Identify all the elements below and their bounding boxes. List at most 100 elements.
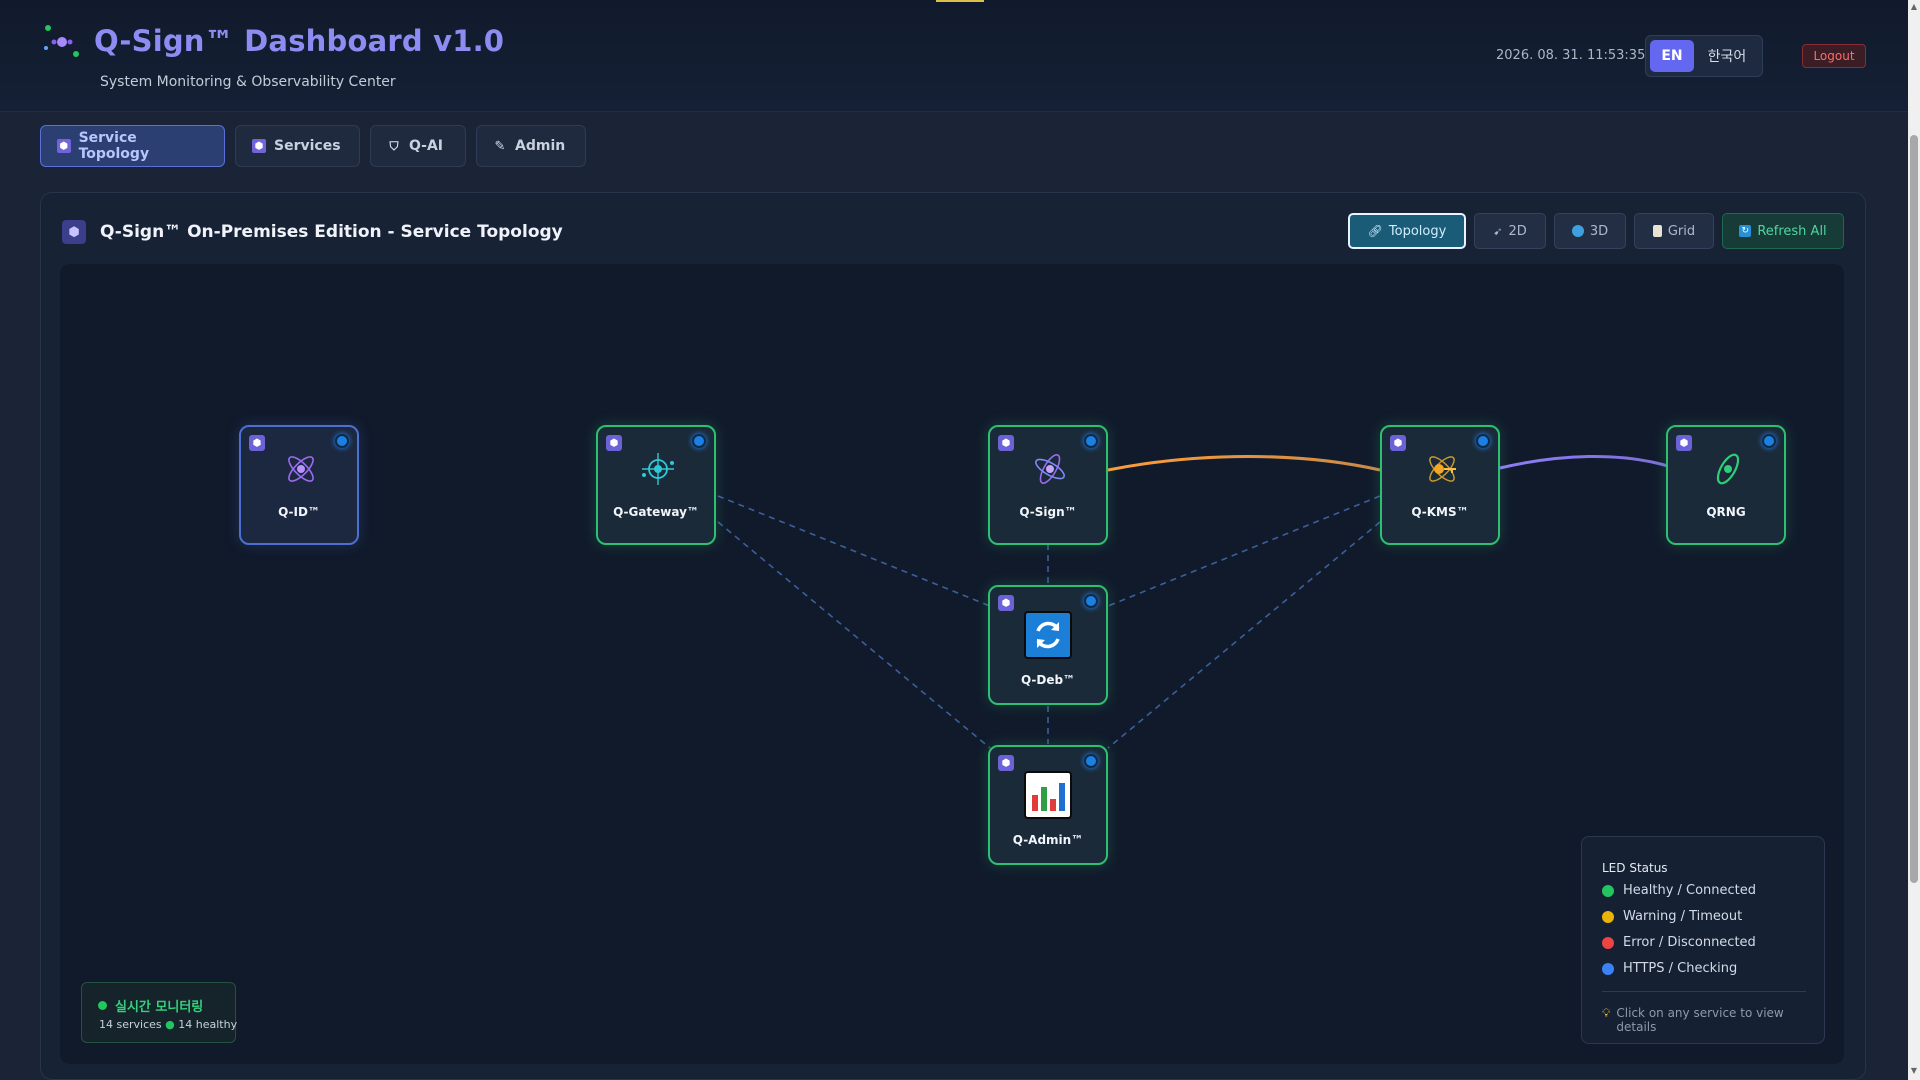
red-led-icon: [1602, 936, 1614, 949]
legend-hint-text: Click on any service to view details: [1616, 1006, 1784, 1034]
status-led: [1762, 434, 1776, 448]
hexagon-icon: ⬢: [998, 595, 1014, 611]
hexagon-icon: ⬢: [998, 435, 1014, 451]
hexagon-icon: ⬢: [62, 220, 86, 244]
node-q-admin[interactable]: ⬢ Q-Admin™: [988, 745, 1108, 865]
pencil-icon: ✎: [494, 138, 506, 154]
legend-item-healthy: Healthy / Connected: [1602, 883, 1756, 898]
services-count: 14 services: [99, 1018, 162, 1031]
scroll-up-icon[interactable]: ▲: [1910, 2, 1918, 11]
node-q-gateway[interactable]: ⬢ Q-Gateway™: [596, 425, 716, 545]
view-label: 3D: [1589, 223, 1609, 239]
view-3d-button[interactable]: 3D: [1554, 213, 1626, 249]
tab-admin[interactable]: ✎ Admin: [476, 125, 586, 167]
logout-button[interactable]: Logout: [1802, 44, 1866, 68]
app-title: Q-Sign™ Dashboard v1.0: [94, 24, 505, 58]
legend-label: Warning / Timeout: [1623, 909, 1743, 924]
shield-icon: ⛉: [389, 138, 399, 153]
node-qrng[interactable]: ⬢ QRNG: [1666, 425, 1786, 545]
refresh-all-button[interactable]: ↻ Refresh All: [1722, 213, 1844, 249]
hexagon-icon: ⬢: [252, 139, 266, 153]
panel-title: Q-Sign™ On-Premises Edition - Service To…: [100, 222, 563, 242]
atom-icon: [1035, 454, 1065, 484]
hexagon-icon: ⬢: [998, 755, 1014, 771]
node-q-kms[interactable]: ⬢ Q-KMS™: [1380, 425, 1500, 545]
refresh-icon: ↻: [1739, 225, 1752, 237]
link-icon: 🔗︎: [1367, 224, 1383, 238]
globe-icon: [1571, 225, 1584, 237]
view-2d-button[interactable]: ➹ 2D: [1474, 213, 1546, 249]
node-label: Q-ID™: [278, 505, 320, 519]
legend-label: HTTPS / Checking: [1623, 961, 1738, 976]
hexagon-icon: ⬢: [1390, 435, 1406, 451]
node-q-deb[interactable]: ⬢ Q-Deb™: [988, 585, 1108, 705]
blue-led-icon: [1602, 962, 1614, 975]
hexagon-icon: ⬢: [606, 435, 622, 451]
status-led: [1476, 434, 1490, 448]
lang-ko-button[interactable]: 한국어: [1707, 49, 1747, 65]
view-label: Topology: [1388, 223, 1447, 239]
green-led-icon: [1602, 884, 1614, 897]
monitoring-title: 실시간 모니터링: [98, 996, 203, 1015]
node-label: Q-Deb™: [1020, 673, 1076, 687]
lang-en-button[interactable]: EN: [1650, 40, 1694, 72]
node-label: Q-Sign™: [1019, 505, 1077, 519]
clipboard-icon: [1652, 225, 1662, 237]
quantum-logo-icon: [44, 25, 79, 57]
lightbulb-icon: 💡︎: [1602, 1006, 1611, 1020]
node-label: Q-Gateway™: [613, 505, 699, 519]
node-label: Q-KMS™: [1411, 505, 1469, 519]
tab-q-ai[interactable]: ⛉ Q-AI: [370, 125, 466, 167]
current-datetime: 2026. 08. 31. 11:53:35: [1496, 48, 1646, 63]
status-led: [1084, 434, 1098, 448]
node-label: QRNG: [1706, 505, 1746, 519]
legend-item-https: HTTPS / Checking: [1602, 961, 1737, 976]
bar-chart-icon: [1024, 771, 1072, 819]
node-label: Q-Admin™: [1012, 833, 1084, 847]
tab-service-topology[interactable]: ⬢ Service Topology: [40, 125, 225, 167]
hexagon-icon: ⬢: [57, 139, 71, 153]
scrollbar-thumb[interactable]: [1910, 135, 1918, 883]
satellite-icon: [642, 453, 674, 485]
legend-title: LED Status: [1602, 861, 1668, 875]
hexagon-icon: ⬢: [249, 435, 265, 451]
cursor-icon: ➹: [1493, 224, 1503, 238]
view-label: 2D: [1508, 223, 1527, 239]
legend-label: Error / Disconnected: [1623, 935, 1756, 950]
scroll-down-icon[interactable]: ▼: [1910, 1066, 1918, 1075]
node-q-id[interactable]: ⬢ Q-ID™: [239, 425, 359, 545]
separator-dot: ●: [165, 1018, 175, 1031]
legend-item-warning: Warning / Timeout: [1602, 909, 1742, 924]
tab-label: Admin: [515, 138, 566, 154]
legend-hint: 💡︎ Click on any service to view details: [1602, 1006, 1824, 1034]
monitoring-title-text: 실시간 모니터링: [115, 1000, 204, 1015]
led-status-legend: LED Status Healthy / Connected Warning /…: [1581, 836, 1825, 1044]
tab-services[interactable]: ⬢ Services: [235, 125, 360, 167]
language-switch: EN 한국어: [1645, 35, 1763, 77]
yellow-led-icon: [1602, 910, 1614, 923]
key-atom-icon: [1429, 456, 1456, 482]
atom-icon: [288, 456, 314, 482]
view-grid-button[interactable]: Grid: [1634, 213, 1714, 249]
legend-item-error: Error / Disconnected: [1602, 935, 1756, 950]
view-label: Grid: [1667, 223, 1696, 239]
status-led: [335, 434, 349, 448]
legend-divider: [1602, 991, 1806, 992]
legend-label: Healthy / Connected: [1623, 883, 1757, 898]
hexagon-icon: ⬢: [1676, 435, 1692, 451]
realtime-monitoring-status: 실시간 모니터링 14 services ● 14 healthy: [81, 982, 237, 1043]
app-subtitle: System Monitoring & Observability Center: [100, 74, 396, 90]
live-dot-icon: [98, 1001, 107, 1010]
tab-label: Services: [274, 138, 341, 154]
app-header: Q-Sign™ Dashboard v1.0 System Monitoring…: [0, 0, 1908, 112]
node-q-sign[interactable]: ⬢ Q-Sign™: [988, 425, 1108, 545]
view-topology-button[interactable]: 🔗︎ Topology: [1348, 213, 1466, 249]
topology-canvas[interactable]: [60, 264, 1844, 1064]
orbit-icon: [1716, 453, 1740, 485]
status-led: [692, 434, 706, 448]
monitoring-summary: 14 services ● 14 healthy: [99, 1018, 237, 1031]
status-led: [1084, 754, 1098, 768]
refresh-icon: [1024, 611, 1072, 659]
tab-label: Q-AI: [409, 138, 444, 154]
tab-label: Service Topology: [78, 130, 150, 162]
